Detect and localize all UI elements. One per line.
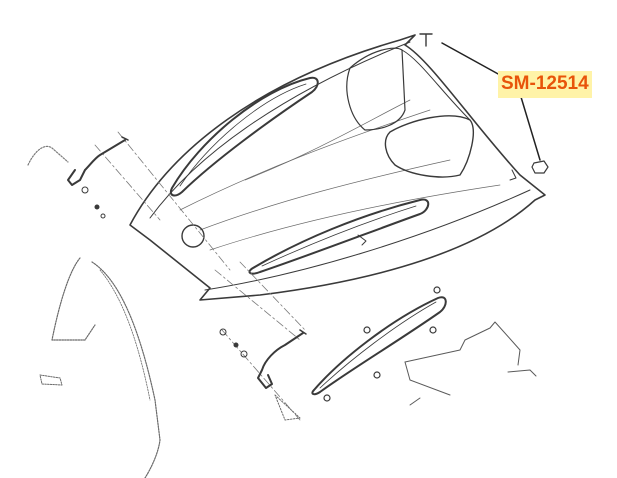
left-side-fairing (39, 257, 161, 478)
left-vent-slot (169, 76, 319, 197)
upper-right-recess (346, 47, 517, 181)
left-hinge-bracket (67, 136, 129, 219)
right-hinge-bracket (219, 328, 307, 421)
part-number-callout: SM-12514 (498, 71, 592, 98)
round-hole (181, 224, 205, 248)
hood-cowl (129, 34, 546, 301)
hex-nut-fastener (531, 160, 549, 174)
callout-leader-lines (441, 42, 541, 161)
right-vent-slot (248, 198, 430, 275)
right-frame-fragment (404, 321, 537, 406)
t-pin-fastener (419, 33, 433, 47)
vent-grille-insert (311, 286, 447, 402)
left-hinge-fragment (27, 145, 69, 166)
